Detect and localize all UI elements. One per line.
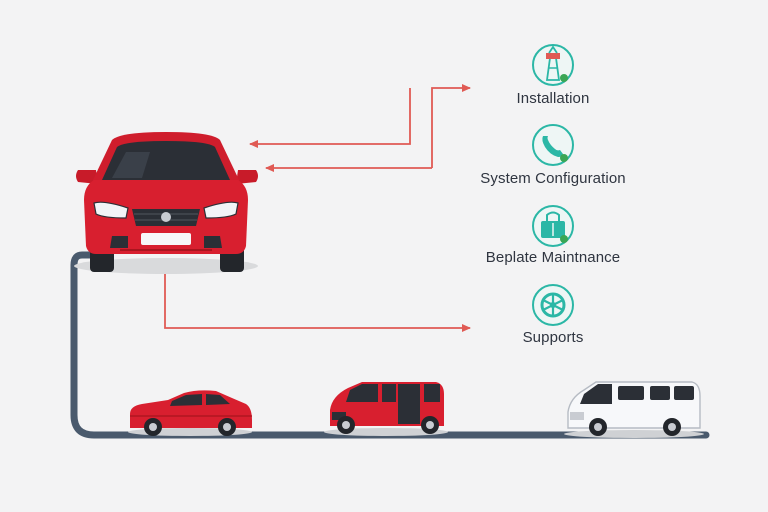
step-label-supports: Supports <box>522 329 584 346</box>
tower-icon <box>532 44 574 86</box>
minivan-icon <box>324 382 448 436</box>
van-icon <box>564 381 704 438</box>
sedan-icon <box>128 390 252 436</box>
step-label-system-configuration: System Configuration <box>480 170 626 187</box>
connector-arrow-to-supports <box>164 272 471 332</box>
phone-icon <box>532 124 574 166</box>
steering-wheel-icon <box>532 284 574 326</box>
bag-icon <box>532 205 574 247</box>
step-label-maintenance: Beplate Maintnance <box>485 249 621 266</box>
road-path <box>70 251 710 439</box>
step-label-installation: Installation <box>516 90 590 107</box>
connector-arrow-to-installation <box>431 84 471 168</box>
connector-arrow-to-car-upper <box>249 88 411 148</box>
car-front-icon <box>74 132 258 274</box>
